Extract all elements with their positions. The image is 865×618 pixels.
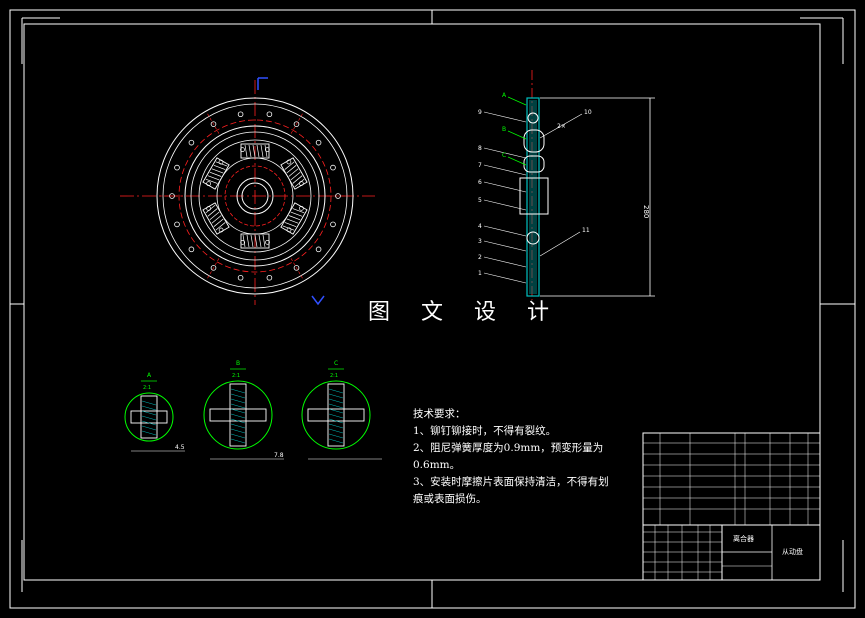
rivet-hole — [293, 121, 300, 127]
rivet-hole — [237, 274, 244, 281]
rivet-hole — [266, 111, 273, 118]
tech-req-item-2: 2、阻尼弹簧厚度为0.9mm，预变形量为 — [413, 442, 604, 454]
callout-leader — [483, 272, 527, 284]
rivet-hole — [188, 246, 195, 253]
section-scale: 2:1 — [330, 373, 338, 379]
rivet-hole — [335, 193, 341, 199]
callout-number: 4 — [478, 223, 482, 230]
title-drawing-name: 离合器 — [733, 534, 754, 543]
rivet-hole — [315, 246, 322, 253]
section-letter: C — [502, 152, 506, 159]
dim-small: 2× — [557, 123, 566, 130]
section-letter: B — [502, 126, 506, 133]
tech-req-item-1: 1、铆钉铆接时，不得有裂纹。 — [413, 425, 557, 437]
callout-leader — [483, 147, 527, 159]
callout-leader — [483, 199, 527, 211]
radial-center-line — [290, 258, 304, 280]
radial-center-line — [206, 258, 220, 280]
rivet-hole — [330, 221, 336, 228]
section-label: C — [334, 360, 338, 367]
rivet-hole — [174, 221, 180, 228]
section-view-a: A 2:1 4.5 — [124, 372, 185, 452]
section-scale: 2:1 — [143, 385, 151, 391]
callout-leader — [483, 240, 527, 252]
rivet-hole — [237, 111, 244, 118]
callout-leader — [483, 256, 527, 268]
callout-leader — [483, 225, 527, 237]
damper-spring-window — [202, 157, 230, 190]
dim-280: 280 — [642, 205, 650, 218]
damper-spring-window — [280, 157, 308, 190]
side-section-view: 9 8 7 6 5 4 3 2 1 10 11 A B C — [478, 70, 655, 300]
damper-spring-window — [240, 143, 270, 159]
rivet-hole — [266, 274, 273, 281]
watermark: 图 文 设 计 — [368, 300, 561, 325]
tech-requirements-heading: 技术要求： — [413, 408, 466, 420]
callout-leader — [539, 113, 583, 139]
rivet-hole — [188, 139, 195, 146]
rivet-hole — [315, 139, 322, 146]
callout-leader — [483, 164, 527, 176]
section-letter: A — [502, 92, 507, 99]
section-view-b: B 2:1 7.8 — [203, 360, 284, 460]
callout-number: 9 — [478, 109, 482, 116]
callout-leader — [483, 111, 527, 123]
section-view-c: C 2:1 — [301, 360, 382, 460]
radial-center-line — [290, 112, 304, 134]
section-leader — [507, 156, 527, 166]
section-leader — [507, 96, 527, 106]
callout-number: 2 — [478, 254, 482, 261]
title-block: 离合器 从动盘 — [642, 432, 821, 581]
callout-number: 1 — [478, 270, 482, 277]
rivet-hole — [330, 164, 336, 171]
front-view — [120, 77, 375, 306]
rivet-hole — [169, 193, 175, 199]
callout-number: 5 — [478, 197, 482, 204]
section-dimension: 4.5 — [175, 444, 185, 451]
section-detail-views: A 2:1 4.5 B 2:1 7.8 C 2:1 — [124, 360, 382, 460]
rivet-hole — [293, 265, 300, 271]
rivet-hole — [174, 164, 180, 171]
inner-hole — [240, 147, 245, 153]
damper-spring-window — [202, 202, 230, 235]
callout-number: 6 — [478, 179, 482, 186]
callout-number: 7 — [478, 162, 482, 169]
radial-center-line — [206, 112, 220, 134]
callout-number: 8 — [478, 145, 482, 152]
callout-number: 3 — [478, 238, 482, 245]
callout-number: 11 — [582, 227, 590, 234]
tech-req-item-4: 3、安装时摩擦片表面保持清洁，不得有划 — [413, 476, 609, 488]
section-label: A — [147, 372, 152, 379]
rivet-hole — [210, 265, 217, 271]
callout-number: 10 — [584, 109, 592, 116]
damper-spring-window — [240, 233, 270, 249]
inner-frame — [23, 23, 821, 581]
section-dimension: 7.8 — [274, 452, 284, 459]
tech-req-item-5: 痕或表面损伤。 — [413, 493, 487, 505]
callout-leader — [539, 231, 581, 257]
section-label: B — [236, 360, 240, 367]
section-leader — [507, 130, 527, 140]
inner-hole — [265, 239, 270, 245]
tech-req-item-3: 0.6mm。 — [413, 459, 461, 471]
damper-spring-window — [280, 202, 308, 235]
title-part-name: 从动盘 — [782, 547, 803, 556]
rivet-hole — [210, 121, 217, 127]
tech-requirements: 技术要求： 1、铆钉铆接时，不得有裂纹。 2、阻尼弹簧厚度为0.9mm，预变形量… — [413, 406, 643, 508]
callout-leader — [483, 181, 527, 193]
section-scale: 2:1 — [232, 373, 240, 379]
